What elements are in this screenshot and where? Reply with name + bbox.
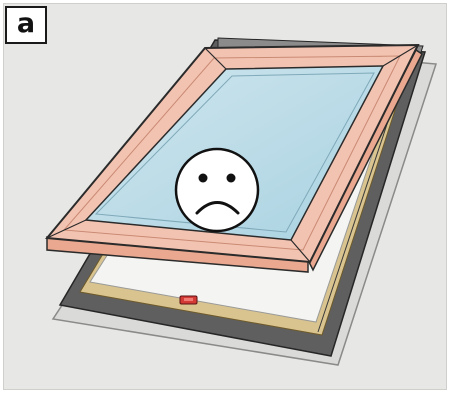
panel-label: a [5,6,47,44]
latch-icon [180,296,197,304]
sad-face-icon [176,149,258,231]
